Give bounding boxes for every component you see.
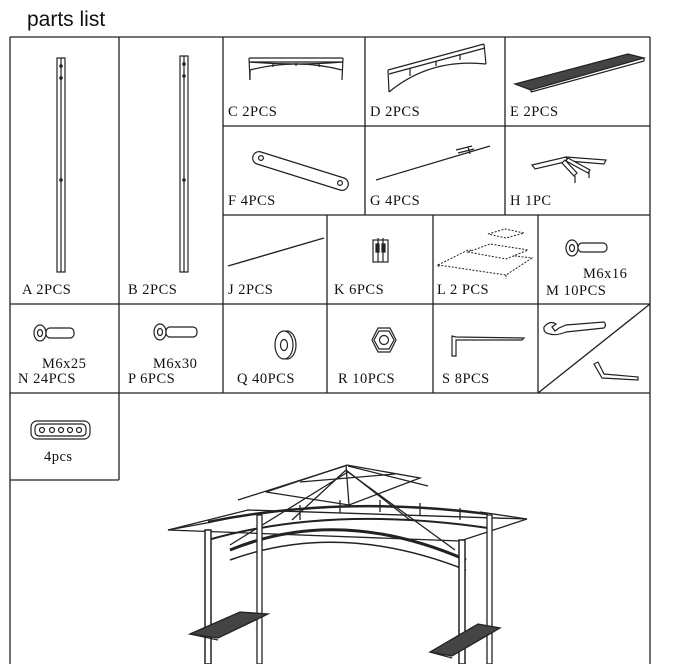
part-h-label: H 1PC xyxy=(510,193,552,209)
part-d-label: D 2PCS xyxy=(370,104,421,120)
part-s-label: S 8PCS xyxy=(442,371,490,387)
part-c-label: C 2PCS xyxy=(228,104,278,120)
part-p-label: P 6PCS xyxy=(128,371,176,387)
part-g-label: G 4PCS xyxy=(370,193,421,209)
part-q-label: Q 40PCS xyxy=(237,371,295,387)
part-f-label: F 4PCS xyxy=(228,193,276,209)
part-n-label: N 24PCS xyxy=(18,371,76,387)
part-b-label: B 2PCS xyxy=(128,282,178,298)
part-a-label: A 2PCS xyxy=(22,282,72,298)
part-m-label: M 10PCS xyxy=(546,283,607,299)
part-n-size: M6x25 xyxy=(42,356,87,372)
part-p-size: M6x30 xyxy=(153,356,198,372)
part-l-label: L 2 PCS xyxy=(437,282,490,298)
part-r-label: R 10PCS xyxy=(338,371,396,387)
part-m-size: M6x16 xyxy=(583,266,628,282)
part-e-label: E 2PCS xyxy=(510,104,559,120)
part-k-label: K 6PCS xyxy=(334,282,385,298)
part-j-label: J 2PCS xyxy=(228,282,274,298)
page-title: parts list xyxy=(27,8,106,31)
part-plate-label: 4pcs xyxy=(44,449,73,465)
